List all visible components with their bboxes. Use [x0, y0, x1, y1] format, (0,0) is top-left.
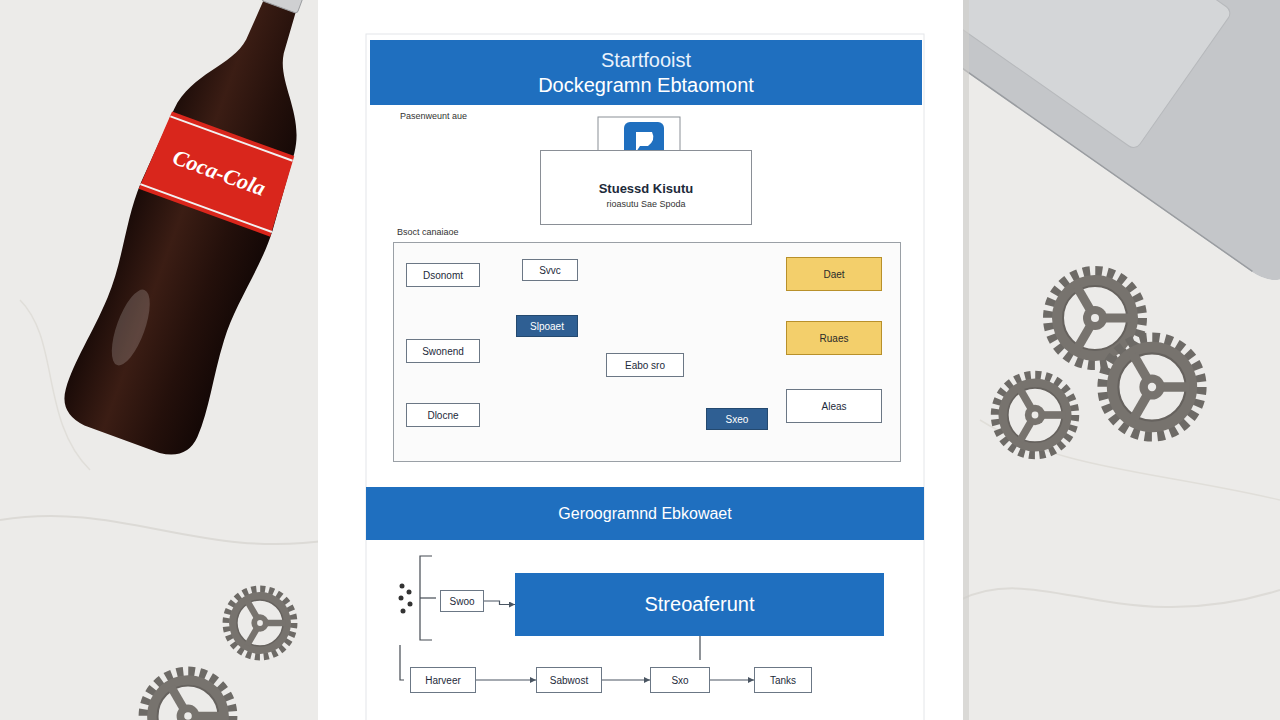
leader-line — [400, 645, 404, 680]
node-text: Svvc — [539, 265, 561, 276]
process-box: Eabo sro — [606, 353, 684, 377]
thumbnail-box: Ruaes — [786, 321, 882, 355]
laptop-trackpad — [947, 0, 1233, 151]
process-box-dark: Sxeo — [706, 408, 768, 430]
highlight-box: Streoaferunt — [515, 573, 884, 636]
section-band: Geroogramnd Ebkowaet — [366, 487, 924, 540]
bracket-tick — [420, 597, 436, 598]
process-box: Swoo — [440, 590, 484, 612]
node-text: Ruaes — [820, 333, 849, 344]
process-box-dark: Slpoaet — [516, 315, 578, 337]
bottle-brand: Coca-Cola — [169, 144, 269, 201]
step-box: Sabwost — [536, 667, 602, 693]
connector — [484, 601, 515, 605]
connector — [476, 679, 536, 680]
node-text: Streoaferunt — [644, 593, 754, 616]
dot — [407, 590, 412, 595]
node-text: Dsonomt — [423, 270, 463, 281]
leader-line — [699, 636, 700, 660]
gear — [226, 589, 294, 657]
node-text: Aleas — [821, 401, 846, 412]
process-box: Swonend — [406, 339, 480, 363]
process-box: Dlocne — [406, 403, 480, 427]
thumbnail-box: Daet — [786, 257, 882, 291]
node-text: Geroogramnd Ebkowaet — [558, 505, 731, 523]
icon-glyph — [636, 132, 653, 152]
step-box: Harveer — [410, 667, 476, 693]
node-text: Slpoaet — [530, 321, 564, 332]
paper-sheet — [318, 0, 963, 720]
gear — [995, 375, 1075, 455]
node-text: Sabwost — [550, 675, 588, 686]
node-text: Sxeo — [726, 414, 749, 425]
node-subtext: Dockegramn Ebtaomont — [538, 73, 754, 98]
bottle-label — [139, 110, 299, 237]
icon-card: Stuessd Kisutu rioasutu Sae Spoda — [540, 150, 752, 225]
step-box: Sxo — [650, 667, 710, 693]
node-text: Harveer — [425, 675, 461, 686]
step-box: Tanks — [754, 667, 812, 693]
gear — [1103, 338, 1202, 437]
connector — [602, 679, 650, 680]
node-text: Bsoct canaiaoe — [397, 227, 903, 237]
bottle-glass — [56, 0, 347, 463]
node-text: Stuessd Kisutu — [599, 181, 694, 196]
node-text: Swonend — [422, 346, 464, 357]
marble-vein — [0, 516, 330, 544]
paper-margin — [366, 34, 924, 720]
header-band: StartfooistDockegramn Ebtaomont — [370, 40, 922, 105]
node-text: Sxo — [671, 675, 688, 686]
cola-bottle — [56, 0, 352, 463]
gear — [143, 671, 232, 720]
marble-vein — [960, 588, 1280, 607]
process-box: Aleas — [786, 389, 882, 423]
bottle-reflection — [104, 285, 158, 370]
node-text: Swoo — [449, 596, 474, 607]
dot — [408, 602, 413, 607]
dot — [400, 584, 405, 589]
bottle-cap — [261, 0, 304, 13]
node-text: Tanks — [770, 675, 796, 686]
dot — [399, 596, 404, 601]
node-text: Startfooist — [601, 48, 691, 73]
node-text: Dlocne — [427, 410, 458, 421]
note-text: Pasenweunt aue — [400, 111, 467, 121]
dot — [401, 609, 406, 614]
node-text: Daet — [823, 269, 844, 280]
process-box: Dsonomt — [406, 263, 480, 287]
node-subtext: rioasutu Sae Spoda — [606, 199, 685, 209]
connector — [710, 679, 754, 680]
diagram-frame: Bsoct canaiaoeDsonomtSwonendDlocneSvvcSl… — [393, 242, 901, 462]
process-box: Svvc — [522, 259, 578, 281]
node-text: Eabo sro — [625, 360, 665, 371]
